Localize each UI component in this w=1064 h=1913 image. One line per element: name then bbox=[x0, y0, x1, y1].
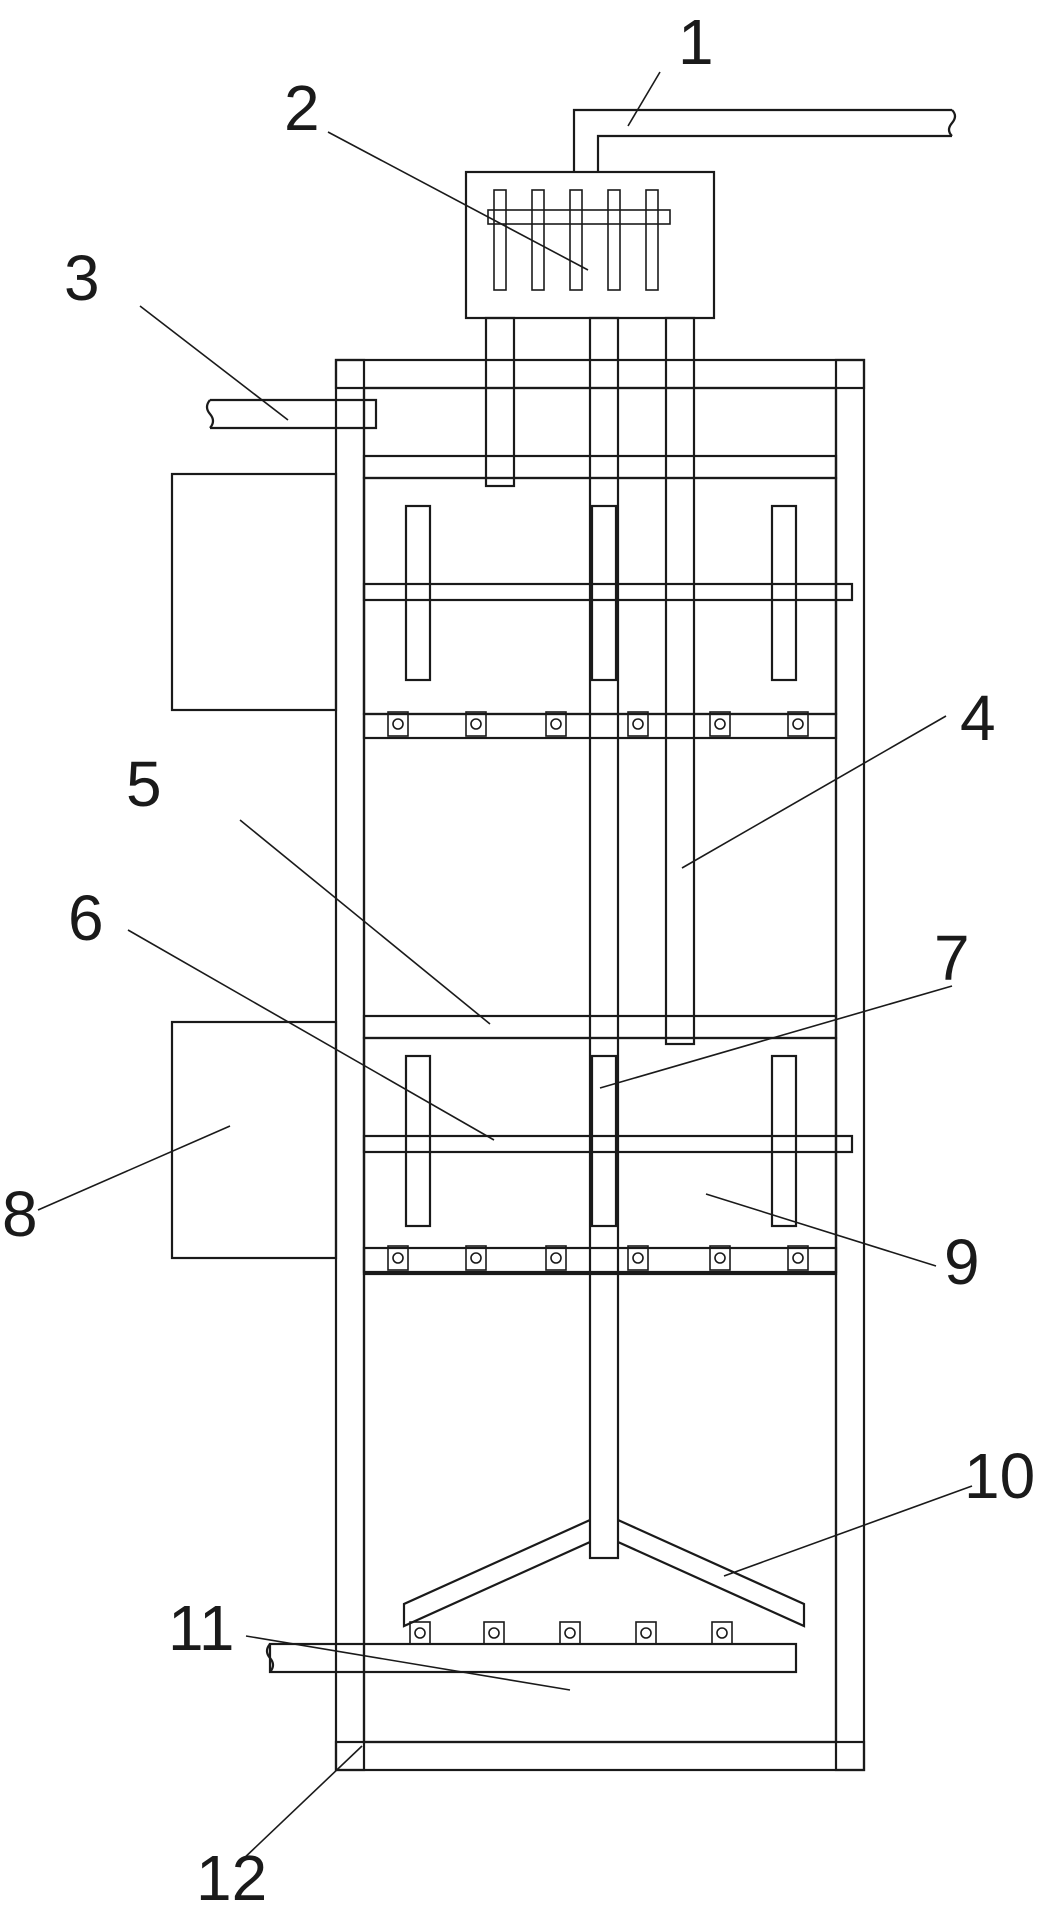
tank-wall-left bbox=[334, 358, 366, 1772]
lower-paddle-left bbox=[404, 1054, 432, 1228]
lower-stone-bed bbox=[362, 1036, 838, 1276]
label-8: 8 bbox=[2, 1178, 38, 1250]
outlet-pipe bbox=[572, 108, 952, 172]
upper-nozzles bbox=[387, 711, 809, 737]
label-7: 7 bbox=[934, 922, 970, 994]
label-3: 3 bbox=[64, 242, 100, 314]
central-shaft bbox=[588, 316, 620, 1560]
control-box bbox=[464, 170, 716, 320]
return-pipe-4 bbox=[664, 316, 696, 1046]
upper-rack-bar bbox=[362, 582, 854, 602]
label-9: 9 bbox=[944, 1226, 980, 1298]
label-11: 11 bbox=[168, 1592, 234, 1664]
lower-motor-box bbox=[170, 1020, 338, 1260]
lower-paddle-right bbox=[770, 1054, 798, 1228]
down-pipe-left bbox=[484, 316, 516, 488]
upper-paddle-left bbox=[404, 504, 432, 682]
upper-paddle-right bbox=[770, 504, 798, 682]
upper-filter-stage bbox=[362, 454, 854, 740]
top-box-assembly bbox=[464, 108, 957, 320]
label-6: 6 bbox=[68, 882, 104, 954]
upper-paddle-center bbox=[590, 504, 618, 682]
upper-mesh-layer bbox=[362, 454, 838, 480]
lower-mesh-layer bbox=[362, 1014, 838, 1040]
tank-wall-bottom bbox=[334, 1740, 866, 1772]
upper-stone-bed bbox=[362, 476, 838, 716]
lower-paddle-center bbox=[590, 1054, 618, 1228]
upper-motor-box bbox=[170, 472, 338, 712]
label-2: 2 bbox=[284, 72, 320, 144]
label-1: 1 bbox=[678, 6, 714, 78]
aeration-pipe bbox=[265, 1621, 798, 1674]
upper-support-plate bbox=[362, 712, 838, 740]
lower-rack-bar bbox=[362, 1134, 854, 1154]
tank-wall-right bbox=[834, 358, 866, 1772]
reference-labels: 1 2 3 4 5 6 7 8 9 10 11 12 bbox=[2, 6, 1035, 1913]
inlet-pipe bbox=[205, 398, 378, 430]
label-5: 5 bbox=[126, 748, 162, 820]
tank-wall-top bbox=[334, 358, 866, 390]
leader-lines bbox=[37, 71, 973, 1863]
lower-nozzles bbox=[387, 1245, 809, 1271]
label-12: 12 bbox=[196, 1842, 267, 1913]
lower-support-plate bbox=[362, 1246, 838, 1274]
label-10: 10 bbox=[964, 1440, 1035, 1512]
tank-cavity bbox=[362, 386, 838, 1744]
bottom-stirrer bbox=[402, 1518, 806, 1628]
label-4: 4 bbox=[960, 682, 996, 754]
lower-filter-stage bbox=[362, 1014, 854, 1276]
